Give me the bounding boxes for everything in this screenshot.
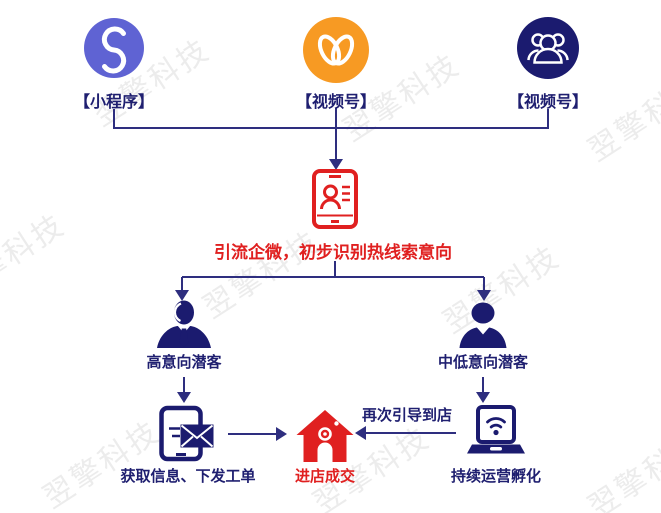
store-icon: [296, 409, 354, 468]
tablet-message-icon: [156, 405, 218, 468]
user-icon: [457, 301, 509, 353]
label-mini-program: 【小程序】: [73, 94, 154, 111]
mini-program-icon: [84, 18, 144, 78]
label-channels-2: 【视频号】: [507, 94, 588, 111]
businessman-icon: [155, 300, 213, 353]
phone-contact-icon: [311, 168, 359, 235]
user-group-icon: [517, 17, 579, 79]
label-return-to-store: 再次引导到店: [361, 407, 452, 424]
hub-caption: 引流企微，初步识别热线索意向: [214, 243, 452, 262]
label-mid-low-intent: 中低意向潜客: [437, 354, 528, 371]
channels-icon: [303, 17, 369, 83]
laptop-wifi-icon: [463, 404, 529, 466]
label-continuous-nurture: 持续运营孵化: [450, 468, 541, 485]
label-get-info-work-order: 获取信息、下发工单: [120, 468, 256, 485]
label-high-intent: 高意向潜客: [146, 354, 222, 371]
label-store-deal: 进店成交: [294, 468, 355, 485]
label-channels-1: 【视频号】: [295, 94, 376, 111]
